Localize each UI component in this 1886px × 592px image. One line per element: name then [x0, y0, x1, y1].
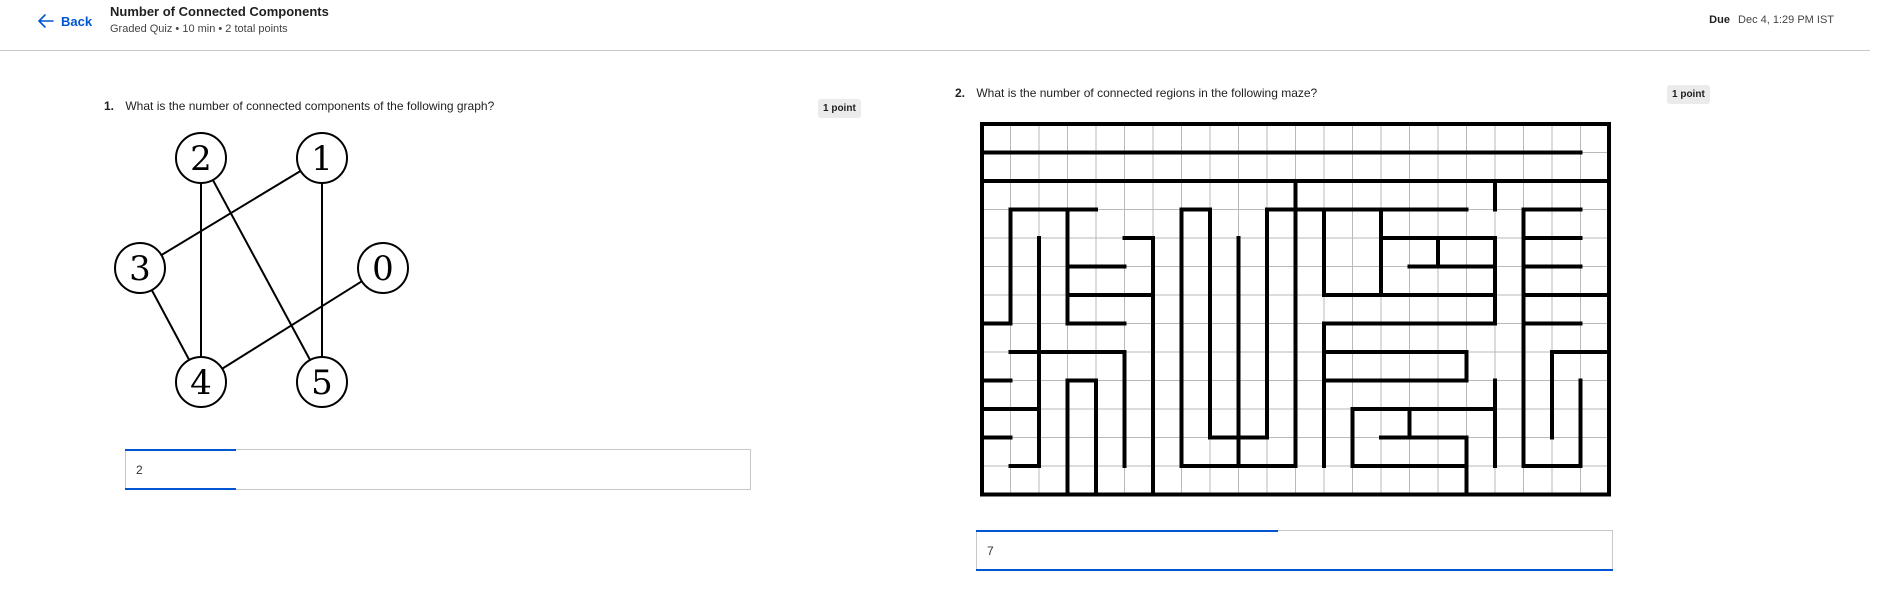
question-1-prompt: 1. What is the number of connected compo…: [104, 99, 494, 113]
question-2-answer-value: 7: [987, 543, 994, 558]
graph-node-4: 4: [175, 356, 227, 408]
question-1-answer-input[interactable]: 2: [125, 449, 751, 490]
arrow-left-icon: [38, 14, 54, 28]
question-2-points-badge: 1 point: [1667, 85, 1710, 104]
question-2-prompt: 2. What is the number of connected regio…: [955, 86, 1317, 100]
graph-edge-1-3: [139, 157, 323, 269]
input-focus-indicator: [976, 530, 1278, 532]
back-button[interactable]: Back: [38, 11, 92, 31]
graph-node-label: 4: [190, 363, 212, 403]
graph-node-label: 0: [372, 249, 394, 289]
back-label: Back: [61, 13, 93, 29]
maze-walls: [980, 122, 1611, 497]
quiz-subtitle: Graded Quiz • 10 min • 2 total points: [110, 23, 288, 35]
input-focus-indicator: [976, 569, 1613, 571]
graph-node-label: 2: [190, 139, 212, 179]
due-value: Dec 4, 1:29 PM IST: [1738, 14, 1834, 26]
question-1-answer-value: 2: [136, 462, 143, 477]
graph-node-label: 5: [311, 363, 333, 403]
due-label: Due: [1709, 14, 1730, 26]
graph-node-0: 0: [357, 242, 409, 294]
question-1-text: What is the number of connected componen…: [125, 99, 495, 113]
graph-node-2: 2: [175, 132, 227, 184]
page-header: Back Number of Connected Components Grad…: [0, 0, 1870, 51]
question-2-maze: [980, 122, 1611, 497]
graph-edge-0-4: [200, 267, 384, 383]
graph-node-1: 1: [296, 132, 348, 184]
graph-node-label: 1: [311, 139, 333, 179]
graph-edge-2-5: [200, 157, 323, 383]
question-2-text: What is the number of connected regions …: [976, 86, 1318, 100]
input-focus-indicator: [125, 449, 236, 451]
question-2-number: 2.: [955, 86, 966, 100]
due-date: Due Dec 4, 1:29 PM IST: [1709, 14, 1834, 26]
question-1-graph: 2 1 3 0 4 5: [114, 132, 409, 408]
quiz-title: Number of Connected Components: [110, 4, 329, 19]
graph-node-5: 5: [296, 356, 348, 408]
question-2-answer-input[interactable]: 7: [976, 530, 1613, 571]
graph-node-3: 3: [114, 242, 166, 294]
graph-node-label: 3: [129, 249, 151, 289]
question-1-number: 1.: [104, 99, 115, 113]
input-focus-indicator: [125, 488, 236, 490]
question-1-points-badge: 1 point: [818, 99, 861, 118]
